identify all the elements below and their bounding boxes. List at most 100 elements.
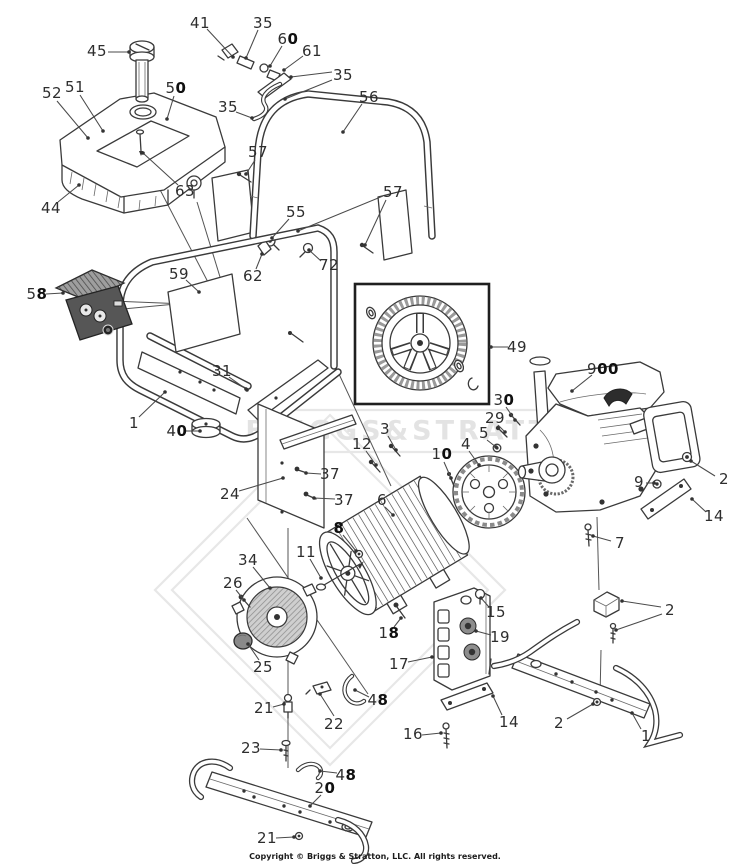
callout-label: 57 <box>383 183 403 201</box>
callout-leader <box>290 71 333 78</box>
callout-leader <box>387 435 397 451</box>
callout-label: 10 <box>432 445 453 463</box>
callout-label: 29 <box>485 409 505 427</box>
callout-leader-tip <box>61 291 65 295</box>
callout-leader <box>319 770 338 774</box>
callout-label: 11 <box>296 543 316 561</box>
wheel-kit-drawing <box>353 282 491 406</box>
callout-label: 3 <box>380 420 390 438</box>
callout-leader-tip <box>479 596 483 600</box>
callout-label: 35 <box>253 14 273 32</box>
fan-drawing <box>368 412 526 529</box>
callout-leader <box>228 376 247 390</box>
callout-leader-tip <box>77 183 81 187</box>
callout-leader <box>142 152 179 186</box>
callout-leader-tip <box>620 599 624 603</box>
callout-leader <box>505 406 516 421</box>
callout-leader <box>297 195 384 232</box>
callout-leader-tip <box>231 55 235 59</box>
callout-label: 21 <box>254 699 274 717</box>
callout-label: 1 <box>641 727 651 745</box>
callout-leader-tip <box>282 702 286 706</box>
callout-label: 20 <box>315 779 336 797</box>
callout-leader <box>272 703 285 708</box>
callout-leader-tip <box>591 702 595 706</box>
callout-leader-tip <box>141 151 145 155</box>
callout-label: 45 <box>87 42 107 60</box>
callout-leader <box>309 558 322 579</box>
callout-label: 22 <box>324 715 344 733</box>
callout-leader <box>384 506 394 516</box>
callout-leader-tip <box>127 50 131 54</box>
callout-leader <box>185 279 200 293</box>
callout-leader <box>621 600 662 608</box>
callout-leader-tip <box>477 463 481 467</box>
callout-leader <box>206 28 234 58</box>
callout-leader-tip <box>630 711 634 715</box>
callout-label: 4 <box>461 435 471 453</box>
callout-label: 26 <box>223 574 243 592</box>
callout-label: 2 <box>554 714 564 732</box>
callout-label: 40 <box>167 422 188 440</box>
callout-label: 55 <box>286 203 306 221</box>
callout-label: 5 <box>479 424 489 442</box>
callout-leader-tip <box>354 549 358 553</box>
callout-leader <box>480 597 490 608</box>
callout-leader-tip <box>163 390 167 394</box>
callout-leader <box>56 100 89 139</box>
callout-leader <box>354 689 370 698</box>
callout-leader <box>247 643 260 661</box>
callout-leader <box>691 498 707 513</box>
callout-leader <box>308 249 322 262</box>
callout-leader <box>138 391 166 418</box>
callout-label: 62 <box>243 267 263 285</box>
callout-leader-tip <box>296 229 300 233</box>
callout-label: 12 <box>352 435 372 453</box>
callout-leader-tip <box>292 835 296 839</box>
callout-label: 58 <box>27 285 48 303</box>
callout-label: 19 <box>490 628 510 646</box>
callout-leader <box>259 748 282 751</box>
callout-leader-tip <box>391 513 395 517</box>
callout-leader-tip <box>165 117 169 121</box>
copyright-text: Copyright © Briggs & Stratton, LLC. All … <box>249 852 501 861</box>
callout-leader <box>566 703 594 720</box>
fuel-tank-drawing <box>59 92 226 214</box>
callout-leader <box>365 450 377 466</box>
callout-leader <box>275 836 295 839</box>
callout-leader <box>238 477 284 492</box>
callout-leader-tip <box>289 75 293 79</box>
callout-label: 30 <box>494 391 515 409</box>
callout-leader-tip <box>318 692 322 696</box>
callout-label: 15 <box>486 603 506 621</box>
callout-label: 2 <box>665 601 675 619</box>
callout-leader <box>342 534 357 552</box>
callout-leader-tip <box>282 68 286 72</box>
callout-leader <box>364 199 387 246</box>
callout-label: 25 <box>253 658 273 676</box>
callout-label: 52 <box>42 84 62 102</box>
callout-label: 18 <box>379 624 400 642</box>
callout-label: 63 <box>175 182 195 200</box>
side-panel-drawing <box>257 403 357 529</box>
callout-leader <box>407 656 433 663</box>
callout-label: 51 <box>65 78 85 96</box>
callout-label: 900 <box>587 360 619 378</box>
callout-leader-tip <box>242 598 246 602</box>
callout-leader-tip <box>399 616 403 620</box>
callout-leader-tip <box>363 243 367 247</box>
callout-leader <box>57 184 80 203</box>
callout-leader-tip <box>491 694 495 698</box>
callout-leader <box>245 159 256 175</box>
callout-leader-tip <box>503 430 507 434</box>
engine-drawing <box>517 356 701 547</box>
callout-leader <box>631 712 642 730</box>
stator-drawing <box>315 475 470 616</box>
callout-leader <box>305 472 322 475</box>
callout-leader-tip <box>244 56 248 60</box>
callout-label: 48 <box>368 691 389 709</box>
callout-leader <box>235 589 245 601</box>
callout-leader <box>421 732 442 736</box>
